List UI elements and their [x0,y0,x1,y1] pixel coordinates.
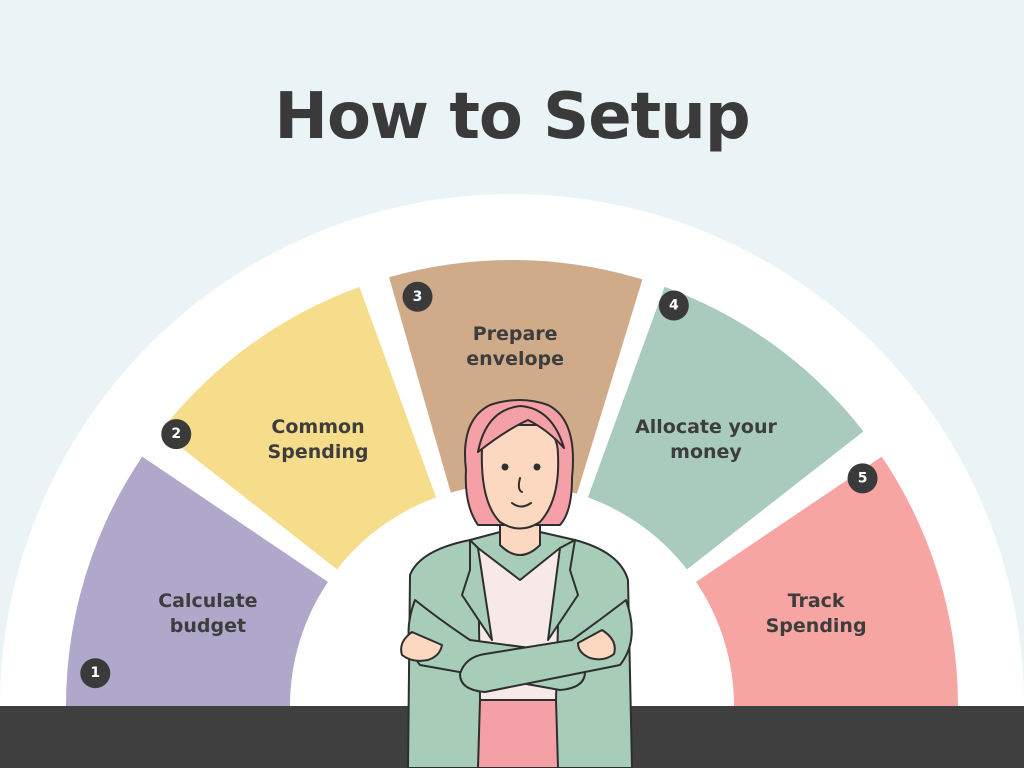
step-segment-5 [696,456,958,706]
step-segment-1 [66,456,328,706]
step-number-2: 2 [171,426,181,442]
step-badge-5 [847,463,878,494]
step-badge-4 [658,290,689,321]
step-segment-3 [389,260,643,494]
step-badge-3 [402,281,433,312]
step-segment-2 [160,286,437,570]
step-number-3: 3 [413,289,423,305]
step-number-5: 5 [858,470,868,486]
step-badge-2 [161,419,192,450]
page-title: How to Setup [274,80,750,154]
step-number-1: 1 [90,665,100,681]
step-segment-4 [587,286,864,570]
woman-illustration [400,399,633,768]
step-badge-1 [80,658,111,689]
step-number-4: 4 [669,297,679,313]
